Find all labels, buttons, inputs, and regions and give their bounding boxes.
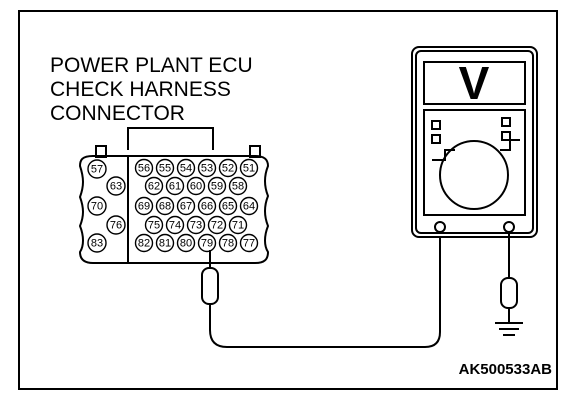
- pin-83-circle: [87, 233, 107, 253]
- pin-68-circle: [155, 196, 175, 216]
- meter-button-2: [431, 134, 441, 144]
- pin-51-label: 51: [243, 163, 255, 175]
- pin-80-circle: [176, 233, 196, 253]
- pin-83-label: 83: [91, 238, 103, 250]
- pin-54-label: 54: [180, 163, 192, 175]
- pin-58-circle: [228, 176, 248, 196]
- pin-61-label: 61: [169, 181, 181, 193]
- pin-53-label: 53: [201, 163, 213, 175]
- title-line-3: CONNECTOR: [50, 102, 185, 125]
- meter-button-3: [501, 117, 511, 127]
- ground-probe: [495, 232, 523, 336]
- pin-72-label: 72: [211, 220, 223, 232]
- pin-69-label: 69: [138, 201, 150, 213]
- pin-63-circle: [106, 176, 126, 196]
- probe-lead-left: [209, 230, 441, 348]
- connector-right-housing: [128, 155, 270, 264]
- pin-65-circle: [218, 196, 238, 216]
- pin-52-label: 52: [222, 163, 234, 175]
- pin-79-label: 79: [201, 238, 213, 250]
- pin-51-circle: [239, 158, 259, 178]
- pin-76-label: 76: [110, 220, 122, 232]
- pin-57-circle: [87, 159, 107, 179]
- voltmeter: [411, 46, 538, 238]
- pin-68-label: 68: [159, 201, 171, 213]
- pin-55-label: 55: [159, 163, 171, 175]
- pin-81-circle: [155, 233, 175, 253]
- pin-56-label: 56: [138, 163, 150, 175]
- pin-73-label: 73: [190, 220, 202, 232]
- ecu-harness-connector: [78, 127, 270, 264]
- pin-67-circle: [176, 196, 196, 216]
- pin-71-label: 71: [232, 220, 244, 232]
- pin-75-label: 75: [148, 220, 160, 232]
- pin-81-label: 81: [159, 238, 171, 250]
- connector-pins: 57 63 70 76 83 56 55 54 53 52 51 62 61 60 59 58 69 68 67 66…: [87, 158, 259, 253]
- ground-probe-body: [500, 277, 518, 309]
- meter-range-marks: [432, 139, 520, 161]
- pin-64-label: 64: [243, 201, 255, 213]
- pin-80-label: 80: [180, 238, 192, 250]
- pin-77-circle: [239, 233, 259, 253]
- pin-73-circle: [186, 215, 206, 235]
- pin-62-circle: [144, 176, 164, 196]
- meter-case-inner: [415, 50, 534, 234]
- pin-75-circle: [144, 215, 164, 235]
- pin-60-label: 60: [190, 181, 202, 193]
- pin-59-circle: [207, 176, 227, 196]
- pin-62-label: 62: [148, 181, 160, 193]
- pin-53-circle: [197, 158, 217, 178]
- pin-82-label: 82: [138, 238, 150, 250]
- title-line-1: POWER PLANT ECU: [50, 54, 253, 77]
- pin-78-circle: [218, 233, 238, 253]
- meter-display-symbol: V: [459, 57, 490, 109]
- pin-67-label: 67: [180, 201, 192, 213]
- pin-72-circle: [207, 215, 227, 235]
- pin-59-label: 59: [211, 181, 223, 193]
- connector-left-housing: [78, 155, 128, 264]
- meter-button-4: [501, 131, 511, 141]
- pin-78-label: 78: [222, 238, 234, 250]
- meter-button-1: [431, 120, 441, 130]
- pin-71-circle: [228, 215, 248, 235]
- pin-64-circle: [239, 196, 259, 216]
- meter-panel: [423, 109, 526, 216]
- meter-display: [423, 61, 526, 105]
- pin-56-circle: [134, 158, 154, 178]
- meter-dial: [439, 140, 509, 210]
- pin-66-circle: [197, 196, 217, 216]
- pin-60-circle: [186, 176, 206, 196]
- pin-74-circle: [165, 215, 185, 235]
- pin-76-circle: [106, 215, 126, 235]
- connector-top-lock: [127, 127, 214, 150]
- pin-65-label: 65: [222, 201, 234, 213]
- pin-70-circle: [87, 196, 107, 216]
- pin-55-circle: [155, 158, 175, 178]
- pin-57-label: 57: [91, 164, 103, 176]
- pin-61-circle: [165, 176, 185, 196]
- figure-border: [18, 10, 558, 390]
- pin-54-circle: [176, 158, 196, 178]
- pin-63-label: 63: [110, 181, 122, 193]
- pin-58-label: 58: [232, 181, 244, 193]
- pin-70-label: 70: [91, 201, 103, 213]
- meter-terminal-positive: [434, 221, 446, 233]
- title-line-2: CHECK HARNESS: [50, 78, 231, 101]
- pin-66-label: 66: [201, 201, 213, 213]
- probe-body: [201, 267, 219, 305]
- pin-82-circle: [134, 233, 154, 253]
- pin-74-label: 74: [169, 220, 181, 232]
- pin-79-circle: [197, 233, 217, 253]
- pin-69-circle: [134, 196, 154, 216]
- connector-title: POWER PLANT ECU CHECK HARNESS CONNECTOR: [50, 54, 253, 125]
- connector-probe: [201, 230, 441, 348]
- figure-code: AK500533AB: [459, 361, 553, 378]
- pin-52-circle: [218, 158, 238, 178]
- ground-symbol-icon: [495, 322, 523, 336]
- pin-77-label: 77: [243, 238, 255, 250]
